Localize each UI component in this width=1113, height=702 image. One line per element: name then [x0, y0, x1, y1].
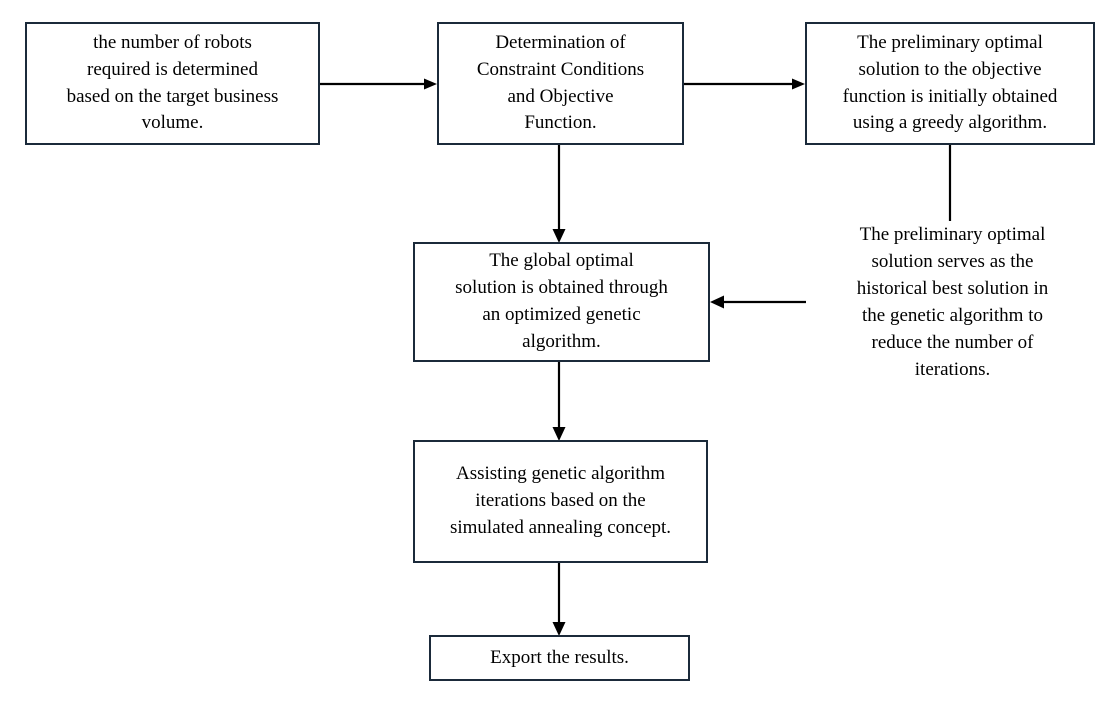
- annotation-historical-best-note: The preliminary optimal solution serves …: [856, 224, 1049, 380]
- node-constraints-objective[interactable]: Determination of Constraint Conditions a…: [437, 22, 684, 145]
- node-global-optimal[interactable]: The global optimal solution is obtained …: [413, 242, 710, 362]
- node-greedy-preliminary[interactable]: The preliminary optimal solution to the …: [805, 22, 1095, 145]
- edge-annealing-to-export: [552, 563, 566, 636]
- edge-global-to-annealing: [552, 362, 566, 441]
- node-export-results[interactable]: Export the results.: [429, 635, 690, 681]
- edge-constraints-to-global: [552, 145, 566, 243]
- edge-constraints-to-greedy: [684, 78, 805, 90]
- edge-note-to-global: [710, 295, 806, 309]
- node-robot-count[interactable]: the number of robots required is determi…: [25, 22, 320, 145]
- node-simulated-annealing[interactable]: Assisting genetic algorithm iterations b…: [413, 440, 708, 563]
- edge-robot-count-to-constraints: [320, 78, 437, 90]
